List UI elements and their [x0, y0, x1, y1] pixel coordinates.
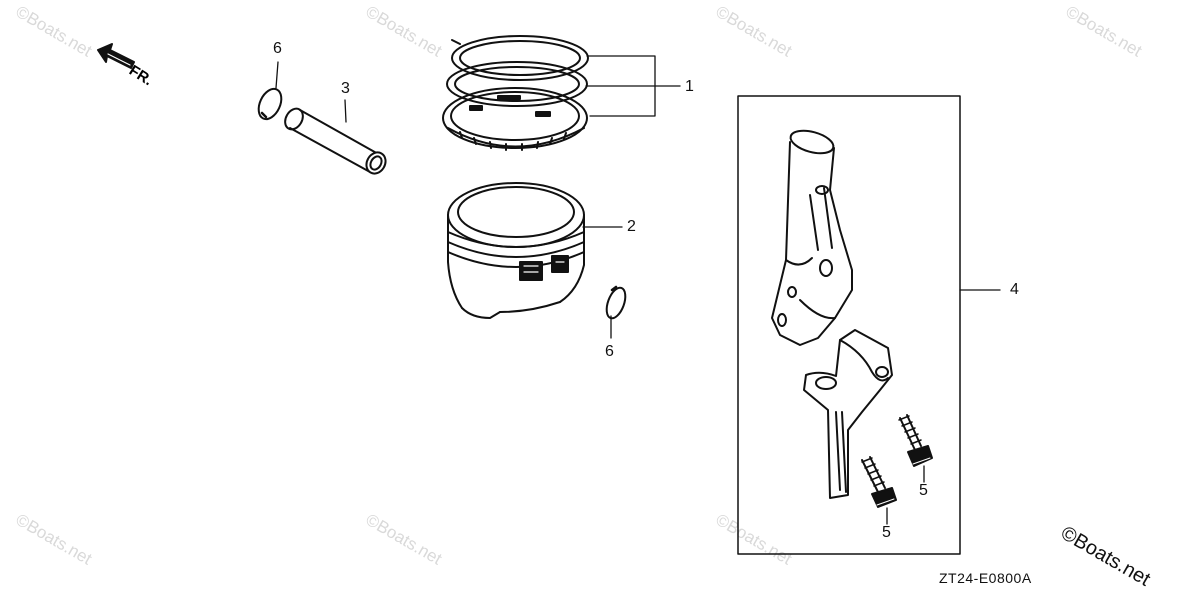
- callout-5-right: 5: [919, 482, 928, 499]
- piston-pin-clip-lower: [605, 285, 627, 320]
- piston-pin-clip-upper: [257, 87, 283, 121]
- rod-bolt-left: [861, 456, 897, 508]
- diagram-code: ZT24-E0800A: [939, 570, 1032, 586]
- callout-3: 3: [341, 80, 350, 97]
- connecting-rod-cap: [803, 329, 893, 499]
- leader-line: [344, 99, 347, 123]
- connecting-rod-box: [737, 95, 961, 555]
- leader-line: [585, 55, 681, 117]
- piston-pin: [284, 107, 387, 175]
- callout-1: 1: [685, 78, 694, 95]
- callout-2: 2: [627, 218, 636, 235]
- rod-bolt-right: [898, 414, 933, 467]
- piston: [447, 182, 585, 319]
- callout-5-left: 5: [882, 524, 891, 541]
- piston-ring-set: [442, 35, 589, 151]
- callout-4: 4: [1010, 281, 1019, 298]
- callout-6-lower: 6: [605, 343, 614, 360]
- connecting-rod: [771, 129, 853, 346]
- callout-6-upper: 6: [273, 40, 282, 57]
- front-direction-arrow: [97, 43, 135, 69]
- leader-line: [275, 61, 279, 89]
